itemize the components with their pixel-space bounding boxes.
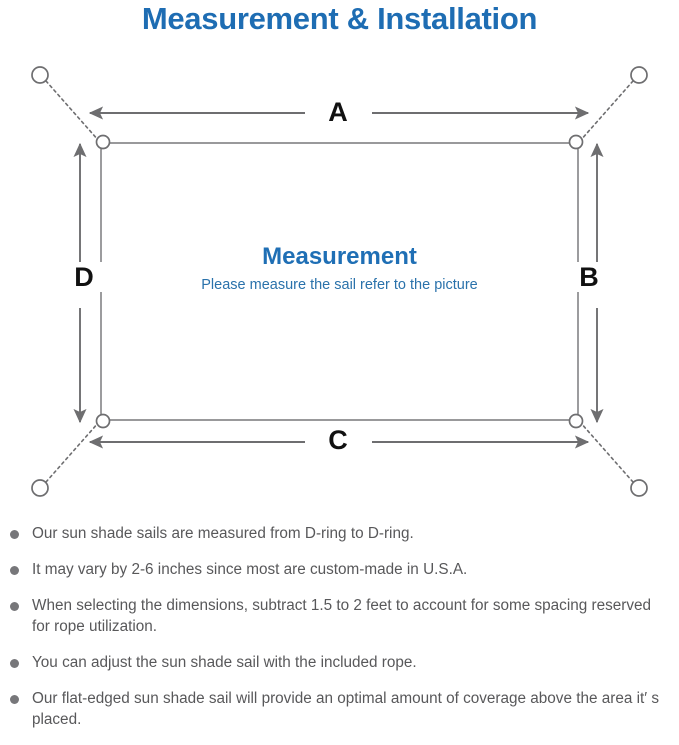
- anchor-point-top-right: [630, 66, 648, 84]
- note-text: Our sun shade sails are measured from D-…: [32, 525, 414, 542]
- list-item: When selecting the dimensions, subtract …: [0, 595, 679, 637]
- note-text: Our flat-edged sun shade sail will provi…: [32, 690, 660, 728]
- rope-bottom-left: [45, 421, 100, 483]
- note-text: It may vary by 2-6 inches since most are…: [32, 561, 468, 578]
- dimension-label-b: B: [567, 262, 611, 292]
- bullet-icon: [10, 695, 19, 704]
- rope-top-right: [579, 80, 634, 142]
- shade-sail-measurement-diagram: [0, 46, 679, 516]
- rope-bottom-right: [579, 421, 634, 483]
- sail-label-measurement: Measurement: [262, 243, 417, 270]
- bullet-icon: [10, 530, 19, 539]
- dimension-label-a: A: [311, 97, 365, 127]
- anchor-point-bottom-left: [31, 479, 49, 497]
- note-text: You can adjust the sun shade sail with t…: [32, 654, 417, 671]
- anchor-point-bottom-right: [630, 479, 648, 497]
- sail-label-instruction: Please measure the sail refer to the pic…: [201, 277, 478, 293]
- d-ring-bottom-left: [95, 413, 111, 429]
- list-item: You can adjust the sun shade sail with t…: [0, 652, 679, 673]
- note-text: When selecting the dimensions, subtract …: [32, 597, 652, 635]
- rope-top-left: [45, 80, 100, 142]
- d-ring-top-left: [95, 134, 111, 150]
- page-title: Measurement & Installation: [141, 1, 538, 36]
- list-item: Our sun shade sails are measured from D-…: [0, 523, 679, 544]
- dimension-label-d: D: [62, 262, 106, 292]
- bullet-icon: [10, 659, 19, 668]
- d-ring-top-right: [568, 134, 584, 150]
- dimension-label-c: C: [311, 425, 365, 455]
- bullet-icon: [10, 566, 19, 575]
- anchor-point-top-left: [31, 66, 49, 84]
- d-ring-bottom-right: [568, 413, 584, 429]
- notes-list: Our sun shade sails are measured from D-…: [0, 523, 679, 745]
- list-item: It may vary by 2-6 inches since most are…: [0, 559, 679, 580]
- bullet-icon: [10, 602, 19, 611]
- list-item: Our flat-edged sun shade sail will provi…: [0, 688, 679, 730]
